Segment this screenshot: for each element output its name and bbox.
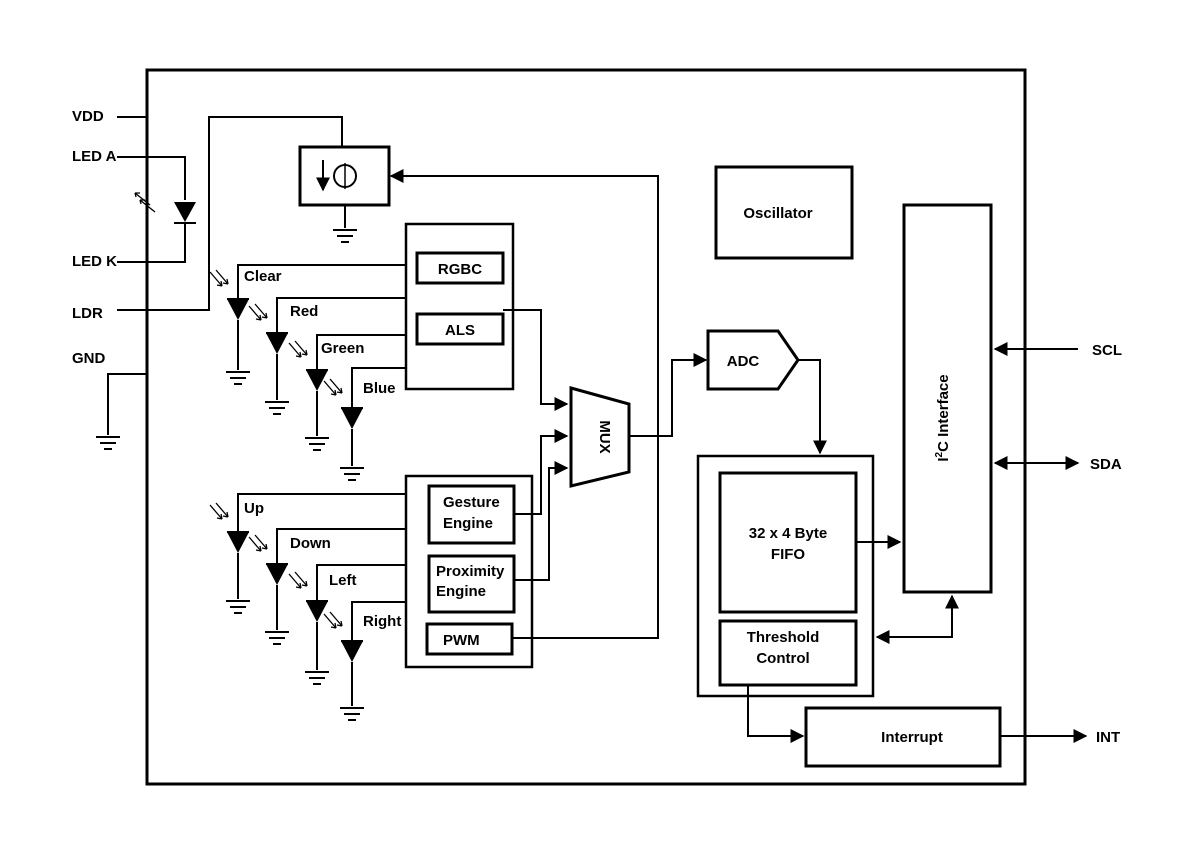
mux-to-adc-wire [629, 353, 708, 437]
i2c-interface-block [902, 203, 993, 594]
oscillator-label: Oscillator [743, 205, 812, 222]
photodiode-clear [209, 264, 406, 385]
photodiode-green [288, 334, 406, 451]
photodiode-blue [323, 367, 406, 481]
gesture-label-2: Engine [443, 515, 493, 532]
threshold-label-2: Control [756, 650, 809, 667]
proximity-engine-block [427, 554, 516, 614]
gnd-wire [107, 373, 147, 435]
photodiode-right [323, 601, 406, 721]
photodiode-left [288, 564, 406, 685]
adc-to-fifo-wire [798, 359, 827, 455]
mux-block [569, 386, 631, 488]
ldr-wire [117, 116, 343, 311]
adc-block [706, 329, 800, 391]
current-source [298, 145, 391, 243]
fifo-block [718, 471, 858, 614]
pin-sda-label: SDA [1090, 456, 1122, 473]
rgbc-label: RGBC [438, 261, 482, 278]
proximity-label-2: Engine [436, 583, 486, 600]
pin-vdd-label: VDD [72, 108, 104, 125]
pwm-to-current-source-wire [389, 169, 659, 639]
proximity-label-1: Proximity [436, 563, 505, 580]
clear-label: Clear [244, 268, 282, 285]
i2c-label: I2C Interface [934, 374, 952, 461]
als-block [415, 312, 505, 346]
blue-label: Blue [363, 380, 396, 397]
interrupt-label: Interrupt [881, 729, 943, 746]
pwm-block [425, 622, 514, 656]
pin-led-a-label: LED A [72, 148, 117, 165]
als-to-mux-wire [503, 309, 569, 411]
gesture-engine-block [427, 484, 516, 545]
pwm-label: PWM [443, 632, 480, 649]
als-label: ALS [445, 322, 475, 339]
ir-led [117, 156, 196, 263]
threshold-to-interrupt-wire [747, 685, 805, 743]
pin-scl-label: SCL [1092, 342, 1122, 359]
pin-ldr-label: LDR [72, 305, 103, 322]
threshold-control-block [718, 619, 858, 687]
up-label: Up [244, 500, 264, 517]
pin-led-k-label: LED K [72, 253, 117, 270]
red-label: Red [290, 303, 318, 320]
color-group-box [404, 222, 515, 391]
photodiode-up [209, 493, 406, 614]
pin-int-label: INT [1096, 729, 1120, 746]
left-label: Left [329, 572, 357, 589]
threshold-label-1: Threshold [747, 629, 820, 646]
pin-gnd-label: GND [72, 350, 106, 367]
down-label: Down [290, 535, 331, 552]
photodiode-red [248, 297, 406, 415]
interrupt-block [804, 706, 1002, 768]
fifo-label-2: FIFO [771, 546, 805, 563]
adc-label: ADC [727, 353, 760, 370]
rgbc-block [415, 251, 505, 285]
threshold-i2c-wire [875, 594, 959, 644]
proximity-to-mux-wire [514, 461, 569, 581]
right-label: Right [363, 613, 401, 630]
chip-outline [145, 68, 1027, 786]
green-label: Green [321, 340, 364, 357]
gesture-label-1: Gesture [443, 494, 500, 511]
oscillator-block [714, 165, 854, 260]
mux-label: MUX [596, 420, 613, 453]
fifo-label-1: 32 x 4 Byte [749, 525, 827, 542]
photodiode-down [248, 528, 406, 645]
gesture-to-mux-wire [514, 429, 569, 515]
